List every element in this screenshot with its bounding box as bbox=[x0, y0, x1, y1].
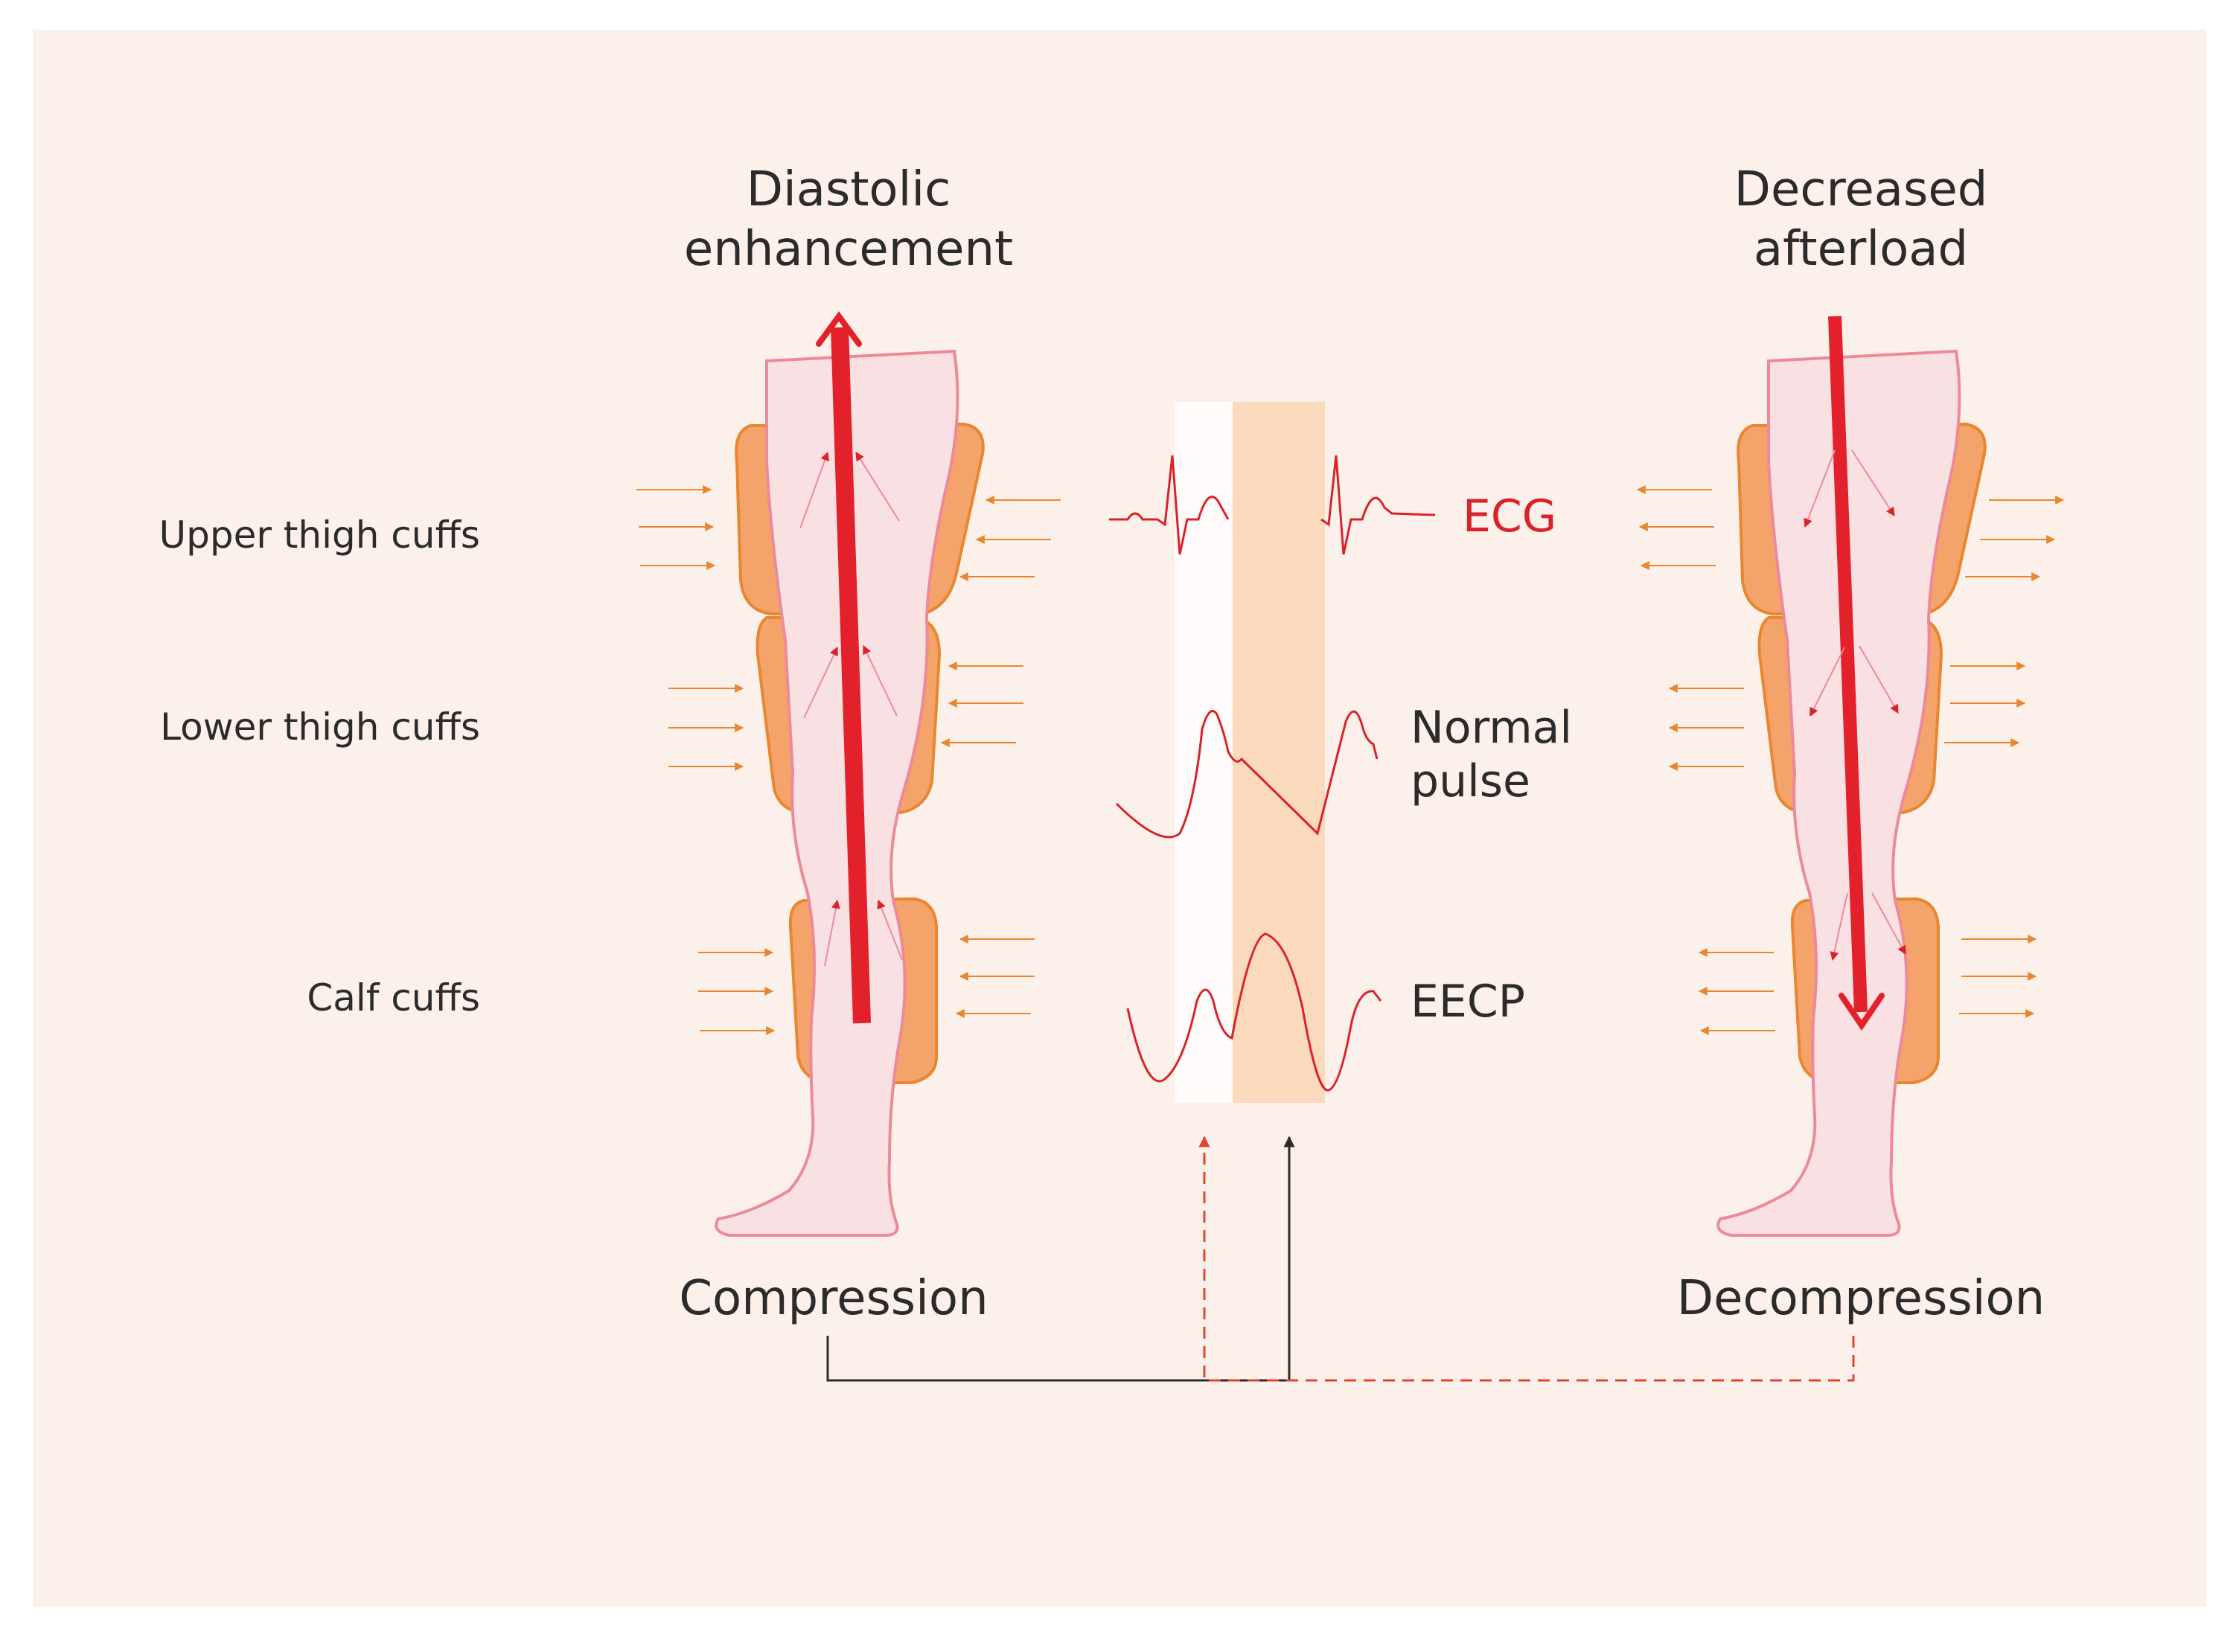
eecp-label: EECP bbox=[1411, 976, 1525, 1028]
left-leg-group bbox=[636, 311, 1061, 1237]
eecp-waveform bbox=[1126, 932, 1382, 1092]
right-internal-arrows bbox=[1804, 449, 1906, 961]
left-blood-flow-arrow bbox=[831, 327, 871, 1024]
normal-pulse-waveform bbox=[1115, 710, 1379, 839]
lower-thigh-cuffs-label: Lower thigh cuffs bbox=[160, 705, 480, 749]
left-internal-arrows bbox=[799, 451, 903, 967]
normal-pulse-line2: pulse bbox=[1411, 755, 1530, 807]
calf-cuffs-label: Calf cuffs bbox=[307, 976, 480, 1019]
decreased-afterload-line2: afterload bbox=[1753, 222, 1969, 277]
upper-thigh-cuffs-label: Upper thigh cuffs bbox=[159, 513, 480, 557]
compression-label: Compression bbox=[679, 1271, 988, 1326]
normal-pulse-label: Normal pulse bbox=[1411, 701, 1572, 808]
decompression-label: Decompression bbox=[1676, 1271, 2045, 1326]
right-leg-group bbox=[1636, 316, 2065, 1237]
diastolic-enhancement-title: Diastolic enhancement bbox=[625, 160, 1072, 279]
left-blood-flow-arrowhead bbox=[816, 311, 862, 347]
left-leg bbox=[715, 349, 959, 1237]
right-blood-flow-arrow bbox=[1828, 316, 1868, 1013]
diastolic-enhancement-line1: Diastolic bbox=[746, 162, 951, 217]
decompression-phase-band bbox=[1175, 402, 1233, 1103]
decreased-afterload-title: Decreased afterload bbox=[1638, 160, 2084, 279]
decreased-afterload-line1: Decreased bbox=[1734, 162, 1988, 217]
right-external-arrows bbox=[1636, 485, 2065, 1035]
left-external-arrows bbox=[636, 485, 1061, 1035]
compression-connector bbox=[826, 1136, 1295, 1382]
compression-phase-band bbox=[1233, 402, 1325, 1103]
normal-pulse-line1: Normal bbox=[1411, 702, 1573, 754]
decompression-connector bbox=[1198, 1136, 1855, 1382]
diastolic-enhancement-line2: enhancement bbox=[683, 222, 1014, 277]
ecg-waveform bbox=[1109, 455, 1436, 555]
right-leg bbox=[1716, 349, 1961, 1237]
right-blood-flow-arrowhead bbox=[1839, 993, 1885, 1031]
ecg-label: ECG bbox=[1463, 490, 1557, 542]
